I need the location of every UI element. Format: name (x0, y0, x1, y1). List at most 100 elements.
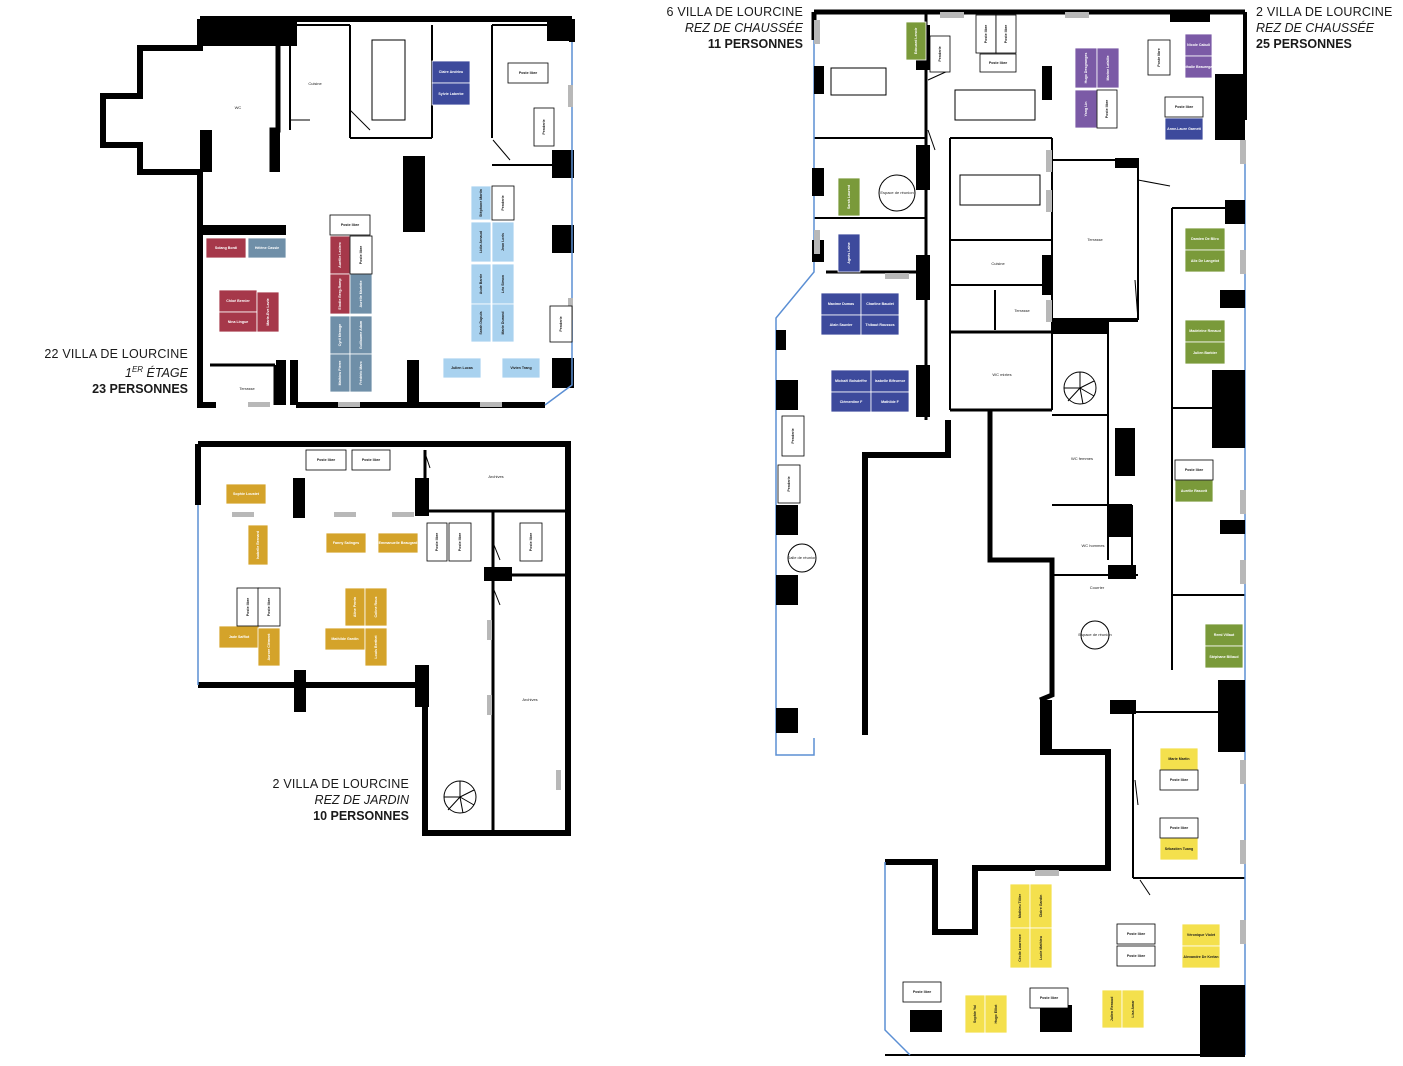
desk-free: Poste libre (975, 14, 997, 54)
desk-occupant-label: Poste libre (1157, 48, 1161, 66)
caption-22-villa-1er-etage: 22 VILLA DE LOURCINE 1ER ÉTAGE 23 PERSON… (18, 346, 188, 397)
desk-assigned: Frédéric Marc (349, 353, 373, 393)
desk-occupant-label: Penderie (542, 119, 546, 134)
desk-assigned: Nicole Cabuli (1184, 33, 1213, 57)
desk-occupant-label: Poste libre (359, 246, 363, 264)
room-wc-femmes: WC femmes (1071, 456, 1093, 461)
storage-cabinet: Penderie (491, 185, 515, 221)
desk-occupant-label: Poste libre (341, 223, 359, 227)
desk-occupant-label: Poste libre (1004, 25, 1008, 43)
desk-free: Poste libre (995, 14, 1017, 54)
desk-assigned: Isabelle Bernard (247, 524, 269, 566)
desk-assigned: Vivien Trang (501, 357, 541, 379)
door-swings (290, 69, 1171, 896)
desk-occupant-label: Aline Perrin (353, 597, 357, 617)
desk-free: Poste libre (351, 449, 391, 471)
desk-assigned: Fanny Salinges (325, 532, 367, 554)
desk-occupant-label: Stéphane Martin (479, 189, 483, 217)
caption-building: 6 VILLA DE LOURCINE (666, 5, 803, 19)
desk-free: Poste libre (1159, 769, 1199, 791)
desk-occupant-label: Nathalie Beauregard (1181, 65, 1216, 69)
desk-occupant-label: Frédéric Marc (359, 361, 363, 385)
plan-2-jardin-solid-walls (293, 478, 512, 712)
room-terrasse-2rdc-a: Terrasse (1087, 237, 1103, 242)
desk-assigned: Julien Barbier (1184, 341, 1226, 365)
caption-building: 22 VILLA DE LOURCINE (44, 347, 188, 361)
desk-free: Poste libre (1116, 923, 1156, 945)
desk-occupant-label: Penderie (559, 316, 563, 331)
desk-free: Poste libre (236, 587, 260, 627)
desk-occupant-label: Léa Simon (501, 275, 505, 293)
desk-free: Poste libre (1174, 459, 1214, 481)
desk-occupant-label: Marie Martin (1168, 757, 1189, 761)
desk-occupant-label: Edouard Lenoir (914, 27, 918, 54)
desk-assigned: Mathieu Pierre (329, 353, 351, 393)
room-wc-mixtes: WC mixtes (992, 372, 1011, 377)
desk-occupant-label: Clémentine F (840, 400, 863, 404)
desk-occupant-label: Poste libre (435, 533, 439, 551)
desk-assigned: Cyril Menage (329, 315, 351, 355)
desk-occupant-label: Poste libre (913, 990, 931, 994)
desk-free: Poste libre (305, 449, 347, 471)
desk-assigned: Nina Lingue (218, 311, 258, 333)
desk-assigned: Nathalie Beauregard (1181, 55, 1216, 79)
desk-occupant-label: Aude Barrie (479, 274, 483, 294)
desk-occupant-label: Charline Baudet (866, 302, 894, 306)
desk-occupant-label: Agnès Laine (847, 242, 851, 263)
desk-occupant-label: Poste libre (989, 61, 1007, 65)
desk-occupant-label: Lidia Arnaud (479, 231, 483, 253)
desk-assigned: Lucie Mathieu (1029, 927, 1053, 969)
room-terrasse-2rdc-b: Terrasse (1014, 308, 1030, 313)
desk-free: Poste libre (257, 587, 281, 627)
desk-free: Poste libre (448, 522, 472, 562)
desk-free: Poste libre (1116, 945, 1156, 967)
desk-occupant-label: Guillaume Adam (359, 321, 363, 349)
desk-assigned: Lidia Arnaud (470, 221, 492, 263)
desk-free: Poste libre (329, 214, 371, 236)
desk-assigned: Alix De Langelot (1184, 249, 1226, 273)
desk-occupant-label: Stéphane Billaud (1209, 655, 1238, 659)
desk-free: Poste libre (979, 53, 1017, 73)
storage-cabinet: Penderie (533, 107, 555, 147)
caption-headcount: 25 PERSONNES (1256, 37, 1352, 51)
desk-occupant-label: Cyril Menage (338, 324, 342, 346)
desk-occupant-label: Jean Loris (501, 233, 505, 251)
desk-occupant-label: Poste libre (1040, 996, 1058, 1000)
desk-assigned: Sophie Yal (964, 994, 986, 1034)
desk-free: Poste libre (519, 522, 543, 562)
desk-assigned: Léa Simon (491, 263, 515, 305)
desk-free: Poste libre (1164, 96, 1204, 118)
desk-occupant-label: Julien Renaud (1110, 997, 1114, 1022)
desk-occupant-label: Véronique Violet (1187, 933, 1216, 937)
desk-occupant-label: Hélène Cassie (255, 246, 279, 250)
desk-occupant-label: Poste libre (458, 533, 462, 551)
desk-occupant-label: Anne-Laure Garnett (1167, 127, 1202, 131)
desk-occupant-label: Poste libre (984, 25, 988, 43)
desk-assigned: Jade Saffiot (218, 625, 260, 649)
desk-occupant-label: Penderie (501, 195, 505, 210)
caption-floor: 1ER ÉTAGE (125, 365, 188, 381)
room-cuisine-2rdc: Cuisine (991, 261, 1005, 266)
desk-assigned: Alain Sauvier (820, 314, 862, 336)
plan-22-solid-walls (200, 19, 574, 405)
plan-rez-de-chaussee (811, 9, 1247, 1056)
desk-occupant-label: Hugo Elliot (994, 1004, 998, 1024)
desk-occupant-label: Mathieu Pierre (338, 361, 342, 386)
desk-assigned: Cécile Laurence (1009, 927, 1031, 969)
desk-occupant-label: Marie Durand (501, 312, 505, 335)
desk-assigned: Hugo Desgranges (1074, 47, 1098, 89)
desk-occupant-label: Marie-Eve Lavie (266, 298, 270, 325)
desk-occupant-label: Aurélie Leclerc (338, 242, 342, 268)
desk-occupant-label: Cécile Laurence (1018, 934, 1022, 962)
desk-occupant-label: Claire Andrieu (439, 70, 463, 74)
desk-assigned: Charline Baudet (860, 292, 900, 316)
meeting-tables (371, 39, 1041, 206)
desk-assigned: Mathilde Gardin (324, 627, 366, 651)
desk-occupant-label: Michaël Boisdeffre (835, 379, 867, 383)
caption-6-villa-rez-de-chaussee: 6 VILLA DE LOURCINE REZ DE CHAUSSÉE 11 P… (633, 4, 804, 52)
desk-occupant-label: Coline Roux (374, 597, 378, 618)
desk-assigned: Solang Bordi (205, 237, 247, 259)
desk-occupant-label: Thibaut Roussos (865, 323, 894, 327)
desk-assigned: Yang Lin (1074, 89, 1098, 129)
